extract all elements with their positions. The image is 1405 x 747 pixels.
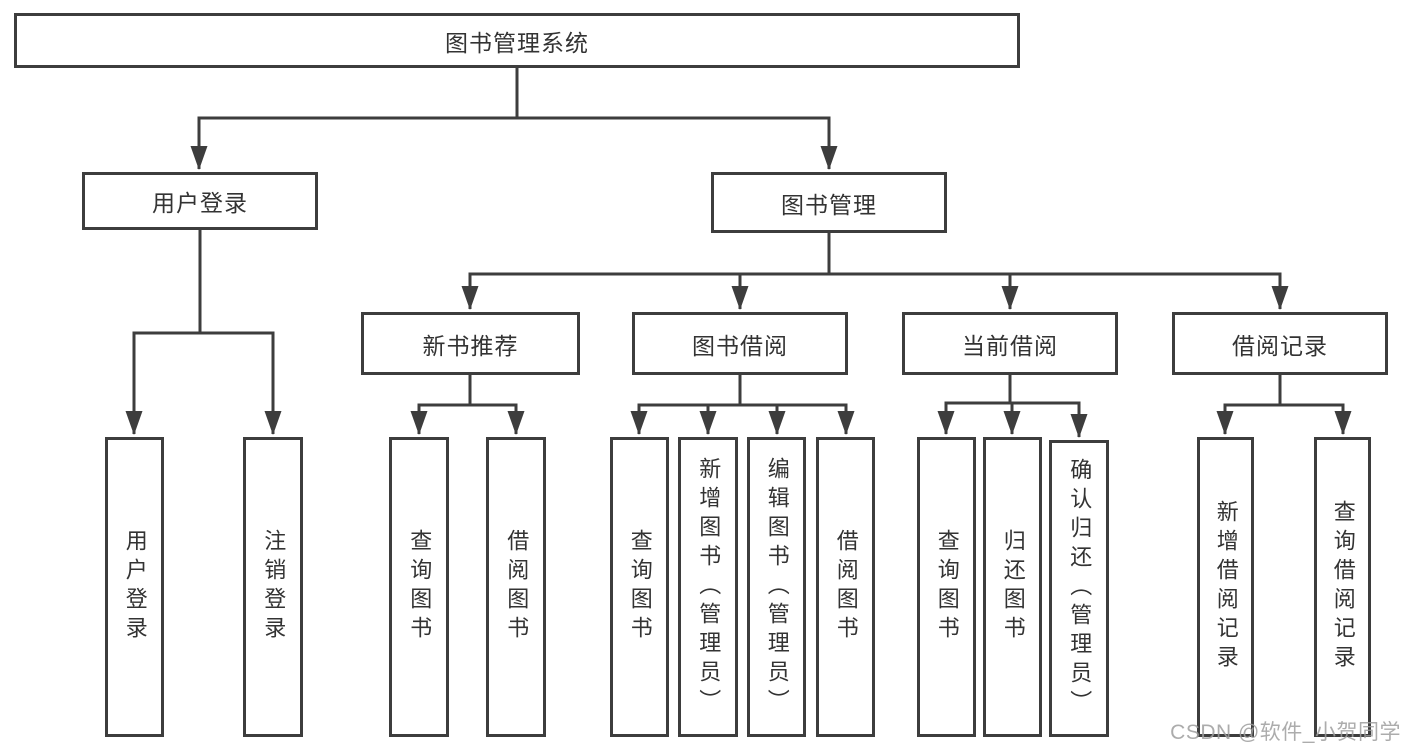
leaf-confirm-return-admin: 确认归还（管理员） — [1049, 440, 1109, 737]
node-label: 查询图书 — [627, 529, 653, 645]
leaf-return-book: 归还图书 — [983, 437, 1042, 737]
leaf-borrow-books-recommendation: 借阅图书 — [486, 437, 546, 737]
node-label: 图书管理 — [781, 191, 877, 218]
node-book-management: 图书管理 — [711, 172, 947, 233]
node-library-management-system: 图书管理系统 — [14, 13, 1020, 68]
leaf-borrow-books-borrowing: 借阅图书 — [816, 437, 875, 737]
leaf-query-books-borrowing: 查询图书 — [610, 437, 669, 737]
node-new-book-recommendation: 新书推荐 — [361, 312, 580, 375]
node-user-login: 用户登录 — [82, 172, 318, 230]
csdn-watermark: CSDN @软件_小贺同学 — [1170, 721, 1401, 744]
node-label: 图书管理系统 — [445, 29, 589, 56]
leaf-add-borrow-record: 新增借阅记录 — [1197, 437, 1254, 737]
node-label: 借阅图书 — [833, 529, 859, 645]
node-current-borrowing: 当前借阅 — [902, 312, 1118, 375]
node-label: 注销登录 — [261, 529, 287, 645]
node-label: 图书借阅 — [692, 332, 788, 359]
node-label: 编辑图书（管理员） — [764, 456, 790, 718]
leaf-query-books-current: 查询图书 — [917, 437, 976, 737]
node-label: 新增图书（管理员） — [696, 456, 722, 718]
leaf-add-book-admin: 新增图书（管理员） — [678, 437, 738, 737]
node-label: 确认归还（管理员） — [1067, 458, 1093, 719]
node-borrowing-records: 借阅记录 — [1172, 312, 1388, 375]
node-book-borrowing: 图书借阅 — [632, 312, 848, 375]
leaf-query-books-recommendation: 查询图书 — [389, 437, 449, 737]
node-label: 新书推荐 — [422, 332, 519, 359]
node-label: 借阅图书 — [504, 529, 530, 645]
leaf-user-login: 用户登录 — [105, 437, 164, 737]
node-label: 查询图书 — [407, 529, 433, 645]
node-label: 归还图书 — [1000, 529, 1026, 645]
node-label: 当前借阅 — [962, 332, 1058, 359]
node-label: 新增借阅记录 — [1213, 500, 1239, 674]
node-label: 查询图书 — [934, 529, 960, 645]
leaf-edit-book-admin: 编辑图书（管理员） — [747, 437, 806, 737]
node-label: 查询借阅记录 — [1330, 500, 1356, 674]
node-label: 用户登录 — [122, 529, 148, 645]
leaf-logout: 注销登录 — [243, 437, 303, 737]
node-label: 用户登录 — [152, 190, 248, 216]
leaf-query-borrow-record: 查询借阅记录 — [1314, 437, 1371, 737]
node-label: 借阅记录 — [1232, 332, 1328, 359]
